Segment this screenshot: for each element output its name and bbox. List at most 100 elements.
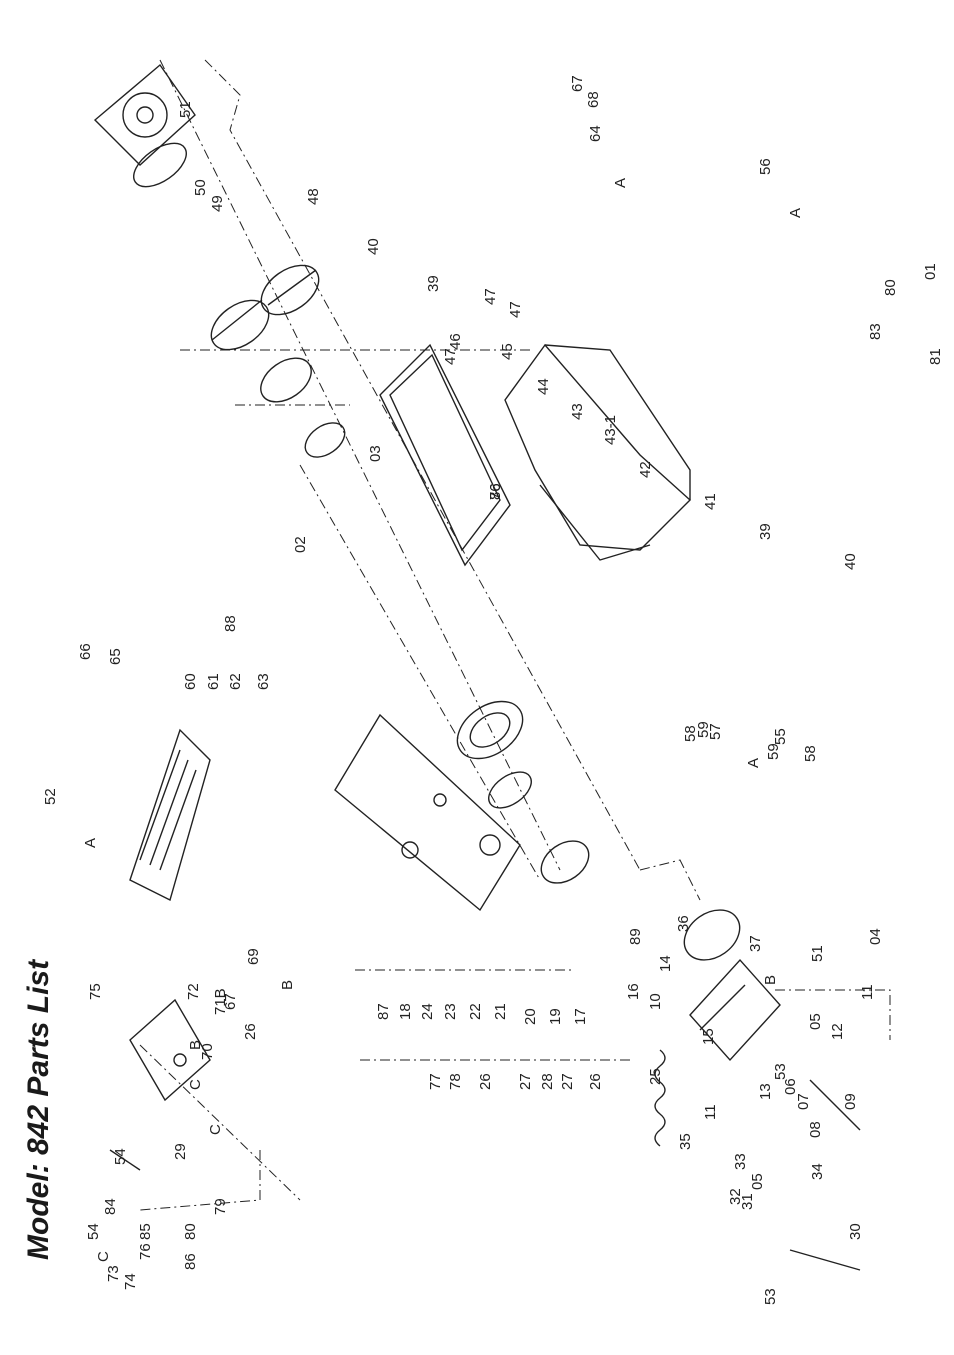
callout-number: 53 <box>772 1063 789 1080</box>
callout-number: 35 <box>677 1133 694 1150</box>
callout-number: 86 <box>487 483 504 500</box>
gasket-plate <box>379 343 511 567</box>
callout-number: B <box>279 980 296 990</box>
piston <box>456 700 524 760</box>
valve-block <box>689 958 781 1062</box>
callout-number: 09 <box>842 1093 859 1110</box>
callout-number: 69 <box>245 948 262 965</box>
callout-number: 02 <box>292 536 309 553</box>
callout-number: 22 <box>467 1003 484 1020</box>
callout-number: 45 <box>499 343 516 360</box>
callout-number: C <box>95 1251 112 1262</box>
callout-number: 26 <box>587 1073 604 1090</box>
callout-number: 61 <box>205 673 222 690</box>
callout-number: 54 <box>85 1223 102 1240</box>
callout-number: 23 <box>442 1003 459 1020</box>
callout-number: 27 <box>517 1073 534 1090</box>
callout-number: 68 <box>585 91 602 108</box>
callout-number: 17 <box>572 1008 589 1025</box>
callout-number: 76 <box>487 483 504 500</box>
callout-number: 55 <box>772 728 789 745</box>
callout-number: 89 <box>627 928 644 945</box>
callout-number: 01 <box>922 263 939 280</box>
callout-number: 26 <box>477 1073 494 1090</box>
callout-number: 73 <box>105 1265 122 1282</box>
callout-number: 34 <box>809 1163 826 1180</box>
callout-number: 58 <box>802 745 819 762</box>
callout-number: 43 <box>569 403 586 420</box>
callout-number: 82 <box>952 238 954 255</box>
callout-number: 46 <box>447 333 464 350</box>
callout-number: 60 <box>182 673 199 690</box>
callout-number: 59 <box>695 721 712 738</box>
callout-number: 40 <box>842 553 859 570</box>
callout-number: A <box>82 838 99 848</box>
callout-number: 50 <box>192 179 209 196</box>
callout-number: 77 <box>427 1073 444 1090</box>
callout-number: C <box>187 1079 204 1090</box>
callout-number: 15 <box>700 1028 717 1045</box>
base-housing <box>504 343 692 561</box>
callout-number: 86 <box>182 1253 199 1270</box>
callout-number: 04 <box>867 928 884 945</box>
cover-plate <box>334 713 521 912</box>
callout-number: 39 <box>757 523 774 540</box>
callout-number: 14 <box>657 955 674 972</box>
callout-number: 29 <box>172 1143 189 1160</box>
callout-number: 33 <box>732 1153 749 1170</box>
callout-number: 47 <box>442 348 459 365</box>
pedal <box>129 728 211 902</box>
end-cap <box>93 63 196 166</box>
callout-number: 47 <box>482 288 499 305</box>
callout-number: 07 <box>795 1093 812 1110</box>
rods <box>109 1079 861 1271</box>
callout-number: 40 <box>365 238 382 255</box>
callout-number: 76 <box>137 1243 154 1260</box>
callout-number: 52 <box>42 788 59 805</box>
callout-number: 12 <box>829 1023 846 1040</box>
callout-number: 03 <box>367 445 384 462</box>
callout-number: 85 <box>137 1223 154 1240</box>
callout-number: 53 <box>762 1288 779 1305</box>
callout-number: 78 <box>447 1073 464 1090</box>
callout-number: 84 <box>102 1198 119 1215</box>
callout-number: 32 <box>727 1188 744 1205</box>
callout-number: 72 <box>185 983 202 1000</box>
callout-number: 58 <box>682 725 699 742</box>
callout-number: 05 <box>807 1013 824 1030</box>
callout-number: A <box>612 178 629 188</box>
callout-number: 59 <box>765 743 782 760</box>
callout-number: 42 <box>637 461 654 478</box>
callout-number: 66 <box>77 643 94 660</box>
callout-number: 27 <box>559 1073 576 1090</box>
callout-number: B <box>762 975 779 985</box>
cylinder <box>210 264 320 351</box>
callout-number: 56 <box>757 158 774 175</box>
valve-body <box>129 998 211 1102</box>
callout-number: 70 <box>199 1043 216 1060</box>
callout-number: 06 <box>782 1078 799 1095</box>
callout-number: 37 <box>747 935 764 952</box>
callout-number: 81 <box>927 348 944 365</box>
callout-number: 44 <box>535 378 552 395</box>
callout-number: 43-1 <box>602 415 619 445</box>
callout-number: A <box>787 208 804 218</box>
callout-number: 11 <box>859 984 876 1000</box>
callout-number: 64 <box>587 125 604 142</box>
assembly-lines <box>139 59 891 1211</box>
callout-number: 71B <box>212 988 229 1015</box>
callout-number: 54 <box>112 1148 129 1165</box>
callout-number: A <box>745 758 762 768</box>
callout-number: 63 <box>255 673 272 690</box>
callout-number: 51 <box>809 945 826 962</box>
callout-number: 16 <box>625 983 642 1000</box>
callout-number: B <box>187 1040 204 1050</box>
page-title: Model: 842 Parts List <box>22 959 55 1260</box>
spring <box>654 1049 666 1147</box>
callout-number: 13 <box>757 1083 774 1100</box>
callout-number: 67 <box>222 993 239 1010</box>
callout-number: 28 <box>539 1073 556 1090</box>
callout-number: 10 <box>647 993 664 1010</box>
